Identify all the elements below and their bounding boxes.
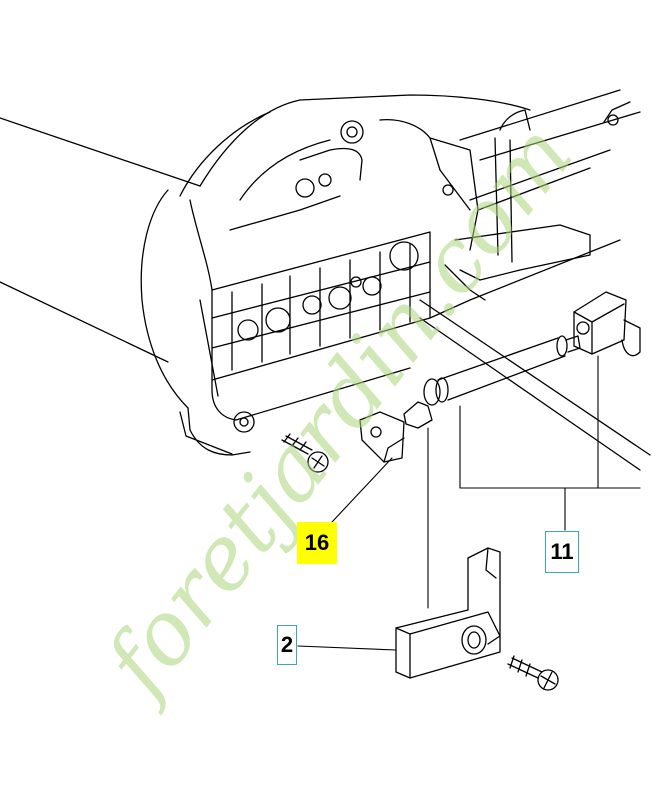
tube-shaft xyxy=(0,117,201,363)
stop-bracket-part xyxy=(395,547,501,679)
part-number-callout-16: 16 xyxy=(297,522,337,564)
leader-lines xyxy=(297,355,641,651)
clip-part xyxy=(359,411,405,463)
part-number-callout-11: 11 xyxy=(545,531,579,573)
screw-right xyxy=(507,655,559,691)
part-number-callout-2: 2 xyxy=(277,625,297,665)
rail-structure xyxy=(419,89,651,471)
screw-left xyxy=(281,433,329,473)
housing-body xyxy=(140,94,531,456)
block-part xyxy=(573,291,641,357)
pin-shaft-part xyxy=(403,335,581,429)
